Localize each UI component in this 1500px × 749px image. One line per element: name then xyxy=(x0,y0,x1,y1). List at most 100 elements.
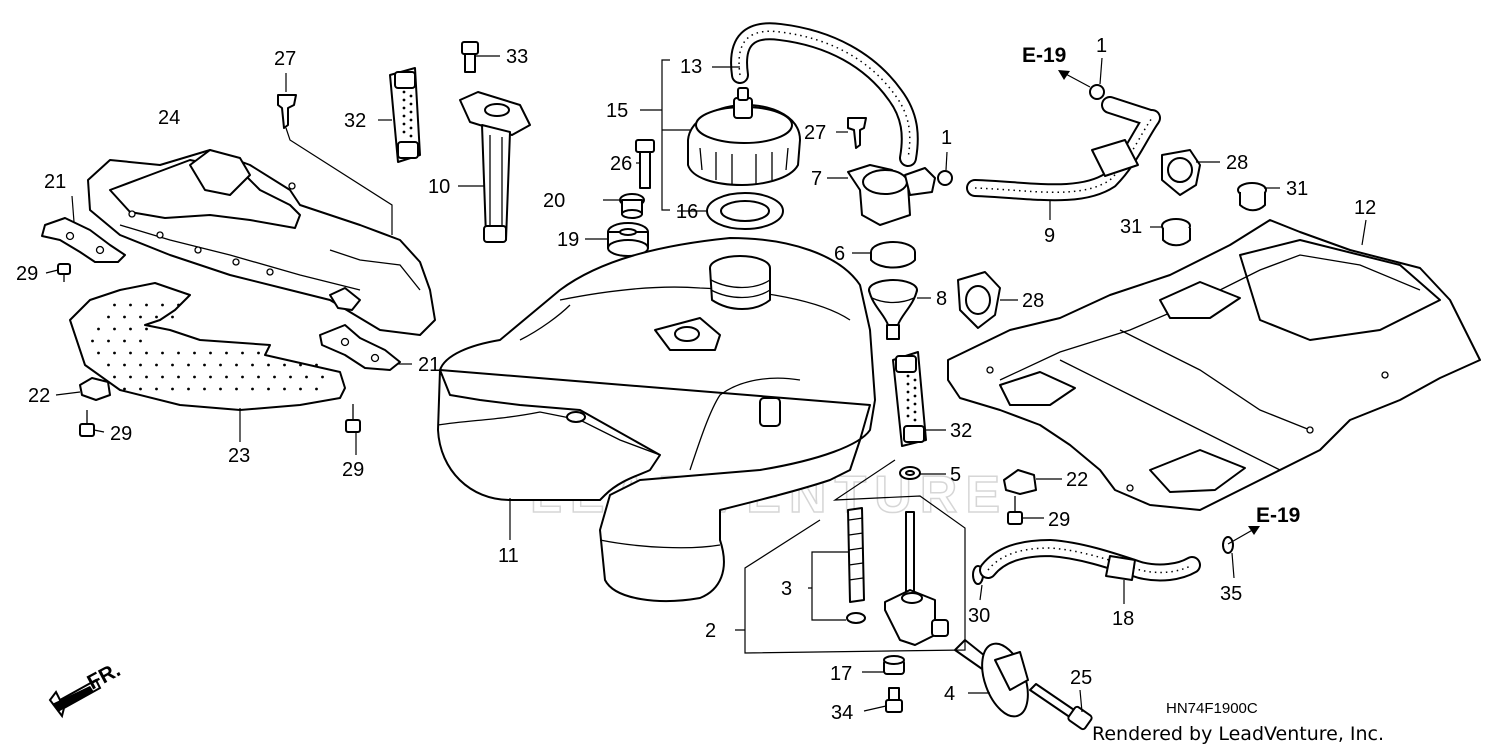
texture-dot xyxy=(913,394,917,398)
texture-dot xyxy=(129,375,132,379)
texture-dot xyxy=(97,327,100,331)
part-3-strainer xyxy=(846,507,866,624)
ref-e19-top: E-19 xyxy=(1022,44,1066,67)
texture-dot xyxy=(97,351,100,355)
texture-dot xyxy=(161,303,164,307)
callout-21: 21 xyxy=(418,354,440,376)
texture-dot xyxy=(913,402,917,406)
texture-dot xyxy=(155,387,158,391)
texture-dot xyxy=(187,363,190,367)
texture-dot xyxy=(123,387,126,391)
texture-dot xyxy=(171,315,174,319)
texture-dot xyxy=(257,375,260,379)
part-2-fuel-cock xyxy=(884,511,949,646)
texture-dot xyxy=(906,398,910,402)
part-21-bracket-left xyxy=(41,217,126,263)
part-7-vent-valve xyxy=(847,164,936,226)
texture-dot xyxy=(113,351,116,355)
part-29-screw-b xyxy=(79,410,95,437)
texture-dot xyxy=(155,315,158,319)
callout-5: 5 xyxy=(950,464,961,486)
texture-dot xyxy=(107,363,110,367)
texture-dot xyxy=(257,351,260,355)
part-35-hose-clip xyxy=(1222,536,1234,554)
texture-dot xyxy=(235,363,238,367)
callout-27: 27 xyxy=(804,122,826,144)
texture-dot xyxy=(402,122,406,126)
texture-dot xyxy=(113,327,116,331)
callout-25: 25 xyxy=(1070,667,1092,689)
texture-dot xyxy=(187,387,190,391)
callout-22: 22 xyxy=(28,385,50,407)
callout-16: 16 xyxy=(676,201,698,223)
part-13-breather-hose xyxy=(730,22,919,167)
callout-2: 2 xyxy=(705,620,716,642)
part-16-cap-gasket xyxy=(706,192,784,230)
part-32-strap-top xyxy=(389,67,421,163)
callout-24: 24 xyxy=(158,107,180,129)
texture-dot xyxy=(145,375,148,379)
texture-dot xyxy=(402,114,406,118)
callout-29: 29 xyxy=(1048,509,1070,531)
texture-dot xyxy=(273,375,276,379)
part-33-bolt xyxy=(461,41,479,73)
texture-dot xyxy=(299,387,302,391)
callout-12: 12 xyxy=(1354,197,1376,219)
texture-dot xyxy=(913,378,917,382)
callout-13: 13 xyxy=(680,56,702,78)
callout-32: 32 xyxy=(950,420,972,442)
part-22-clip-left xyxy=(79,377,111,401)
texture-dot xyxy=(409,134,413,138)
texture-dot xyxy=(409,110,413,114)
part-28-clamp-mid xyxy=(957,271,1001,329)
texture-dot xyxy=(409,118,413,122)
texture-dot xyxy=(123,339,126,343)
part-10-fuel-gauge-sender xyxy=(459,91,531,243)
texture-dot xyxy=(225,351,228,355)
texture-dot xyxy=(129,327,132,331)
part-5-washer xyxy=(899,466,921,480)
ref-e19-right: E-19 xyxy=(1256,504,1300,527)
callout-21: 21 xyxy=(44,171,66,193)
part-23-heat-shield xyxy=(69,282,346,411)
texture-dot xyxy=(235,387,238,391)
texture-dot xyxy=(906,414,910,418)
callout-7: 7 xyxy=(811,168,822,190)
texture-dot xyxy=(177,303,180,307)
callout-4: 4 xyxy=(944,683,955,705)
callout-30: 30 xyxy=(968,605,990,627)
texture-dot xyxy=(267,387,270,391)
callout-23: 23 xyxy=(228,445,250,467)
callout-1: 1 xyxy=(941,127,952,149)
part-17-nut xyxy=(883,655,905,675)
texture-dot xyxy=(139,387,142,391)
callout-27: 27 xyxy=(274,48,296,70)
callout-6: 6 xyxy=(834,243,845,265)
texture-dot xyxy=(161,351,164,355)
texture-dot xyxy=(171,363,174,367)
texture-dot xyxy=(107,339,110,343)
texture-dot xyxy=(123,363,126,367)
callout-1: 1 xyxy=(1096,35,1107,57)
texture-dot xyxy=(225,375,228,379)
texture-dot xyxy=(91,339,94,343)
part-8-funnel-joint xyxy=(868,279,918,340)
texture-dot xyxy=(906,382,910,386)
texture-dot xyxy=(267,363,270,367)
texture-dot xyxy=(193,375,196,379)
front-direction-arrow: FR. xyxy=(48,658,124,719)
texture-dot xyxy=(145,351,148,355)
texture-dot xyxy=(145,327,148,331)
part-25-bolt xyxy=(1029,683,1093,731)
texture-dot xyxy=(241,351,244,355)
part-29-screw-d xyxy=(1007,496,1023,525)
texture-dot xyxy=(177,375,180,379)
callout-8: 8 xyxy=(936,288,947,310)
texture-dot xyxy=(906,374,910,378)
callout-31: 31 xyxy=(1286,178,1308,200)
part-12-skid-plate xyxy=(947,219,1481,511)
callout-28: 28 xyxy=(1226,152,1248,174)
texture-dot xyxy=(241,375,244,379)
texture-dot xyxy=(913,410,917,414)
